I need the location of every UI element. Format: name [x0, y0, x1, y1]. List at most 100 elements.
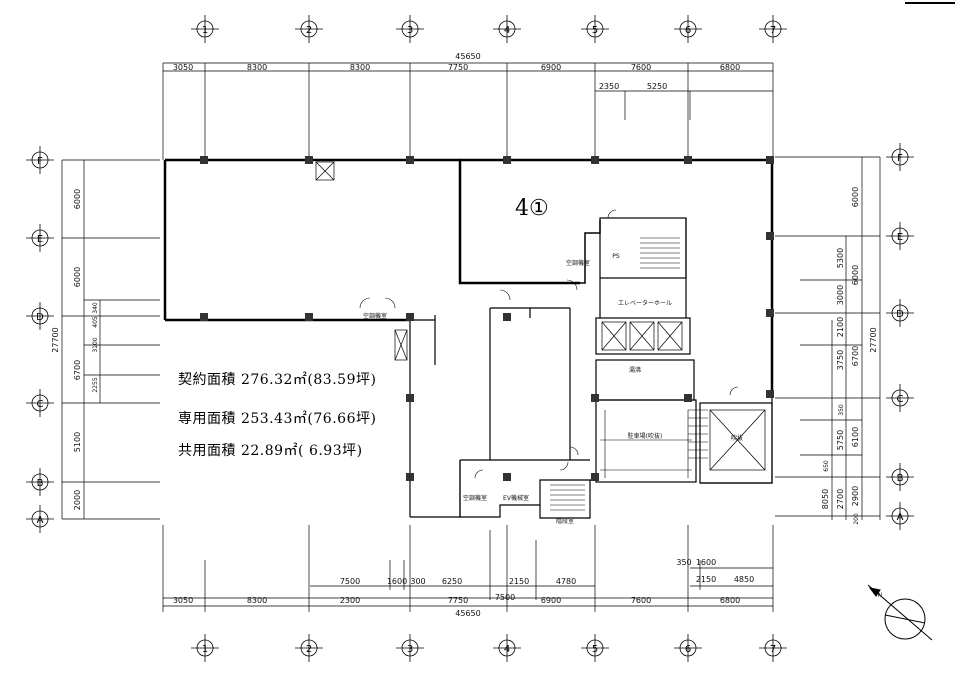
svg-text:7500: 7500	[340, 577, 360, 586]
svg-text:B: B	[37, 478, 44, 489]
left-dimensions	[61, 159, 160, 520]
top-total-dim: 45650	[455, 52, 480, 61]
svg-text:6250: 6250	[442, 577, 462, 586]
svg-text:6000: 6000	[851, 265, 860, 285]
grid-columns-bottom	[191, 634, 787, 662]
svg-text:B: B	[897, 473, 904, 484]
svg-text:D: D	[36, 312, 44, 323]
svg-text:3050: 3050	[173, 596, 193, 605]
svg-text:6900: 6900	[541, 63, 561, 72]
svg-text:6000: 6000	[73, 189, 82, 209]
grid-column-labels-top: 1 2 3 4 5 6 7	[202, 25, 776, 36]
svg-text:4: 4	[504, 644, 510, 655]
grid-row-labels-left: F E D C B A	[36, 156, 44, 526]
svg-text:2900: 2900	[851, 486, 860, 506]
grid-rows-left	[26, 146, 54, 533]
svg-text:5300: 5300	[836, 248, 845, 268]
north-arrow-icon	[867, 584, 933, 641]
svg-text:6700: 6700	[73, 360, 82, 380]
structural-columns	[200, 156, 774, 481]
north-label: N	[878, 592, 883, 599]
svg-text:6: 6	[685, 644, 691, 655]
common-area: 共用面積 22.89㎡( 6.93坪)	[178, 443, 363, 459]
svg-text:2: 2	[306, 644, 312, 655]
grid-row-labels-right: F E D C B A	[896, 153, 904, 523]
svg-text:7750: 7750	[448, 63, 468, 72]
svg-text:8050: 8050	[821, 489, 830, 509]
svg-text:2300: 2300	[340, 596, 360, 605]
room-elevator-hall: エレベーターホール	[618, 299, 672, 307]
svg-text:2150: 2150	[696, 575, 716, 584]
room-void: 吹抜	[731, 434, 743, 442]
grid-columns-top	[191, 15, 787, 43]
svg-text:2255: 2255	[92, 377, 99, 392]
room-toilet: 湯沸	[629, 366, 641, 374]
svg-text:2100: 2100	[836, 317, 845, 337]
svg-text:3750: 3750	[836, 350, 845, 370]
svg-text:2150: 2150	[509, 577, 529, 586]
bottom-total-dim: 45650	[455, 609, 480, 618]
building-outline	[163, 158, 774, 519]
svg-text:3050: 3050	[173, 63, 193, 72]
top-segment-labels: 3050 8300 8300 7750 6900 7600 6800 2350 …	[173, 63, 740, 91]
svg-text:A: A	[37, 515, 44, 526]
right-dimensions	[775, 156, 881, 520]
svg-text:3000: 3000	[836, 285, 845, 305]
svg-text:2: 2	[306, 25, 312, 36]
svg-text:C: C	[37, 399, 44, 410]
svg-text:F: F	[37, 156, 43, 167]
left-total-dim: 27700	[51, 327, 60, 352]
svg-text:6000: 6000	[73, 267, 82, 287]
room-stairs: 階段室	[556, 517, 574, 525]
svg-text:E: E	[37, 234, 43, 245]
svg-text:5100: 5100	[73, 432, 82, 452]
room-ac-3: 空調機室	[463, 494, 487, 502]
svg-text:6700: 6700	[851, 346, 860, 366]
svg-text:340: 340	[92, 302, 99, 314]
svg-text:F: F	[897, 153, 903, 164]
right-segment-labels: 6000 6000 6700 6100 2900 200 5300 3000 2…	[821, 187, 860, 525]
right-total-dim: 27700	[869, 327, 878, 352]
svg-text:1600: 1600	[696, 558, 716, 567]
svg-text:6000: 6000	[851, 187, 860, 207]
svg-text:4850: 4850	[734, 575, 754, 584]
svg-text:8300: 8300	[247, 596, 267, 605]
svg-text:350: 350	[838, 404, 845, 416]
svg-text:7: 7	[770, 25, 776, 36]
svg-text:6800: 6800	[720, 63, 740, 72]
elevator-shafts	[315, 161, 766, 471]
svg-text:E: E	[897, 232, 903, 243]
svg-text:5: 5	[592, 25, 598, 36]
svg-text:6: 6	[685, 25, 691, 36]
svg-text:4780: 4780	[556, 577, 576, 586]
svg-text:5750: 5750	[836, 430, 845, 450]
svg-text:2700: 2700	[836, 489, 845, 509]
svg-text:350: 350	[676, 558, 691, 567]
door-swings	[359, 209, 739, 479]
svg-text:A: A	[897, 512, 904, 523]
svg-text:7: 7	[770, 644, 776, 655]
svg-text:1: 1	[202, 25, 208, 36]
svg-text:5: 5	[592, 644, 598, 655]
contract-area: 契約面積 276.32㎡(83.59坪)	[178, 372, 377, 388]
svg-text:2350: 2350	[599, 82, 619, 91]
svg-text:2000: 2000	[73, 490, 82, 510]
room-ev-machine: EV機械室	[503, 494, 529, 502]
room-ac-2: 空調機室	[363, 312, 387, 320]
stair-treads	[550, 237, 708, 511]
grid-column-labels-bottom: 1 2 3 4 5 6 7	[202, 644, 776, 655]
room-parking: 駐車場(吹抜)	[628, 432, 663, 440]
bottom-row2-labels: 3050 8300 2300 7750 7500 6900 7600 6800	[173, 593, 740, 605]
svg-text:7500: 7500	[495, 593, 515, 602]
svg-text:D: D	[896, 309, 904, 320]
svg-text:3: 3	[407, 644, 413, 655]
grid-rows-right	[886, 143, 914, 530]
svg-text:300: 300	[410, 577, 425, 586]
top-dimensions	[162, 62, 774, 160]
svg-text:5250: 5250	[647, 82, 667, 91]
svg-text:1: 1	[202, 644, 208, 655]
svg-text:6100: 6100	[851, 427, 860, 447]
svg-text:7600: 7600	[631, 596, 651, 605]
svg-text:1600: 1600	[387, 577, 407, 586]
